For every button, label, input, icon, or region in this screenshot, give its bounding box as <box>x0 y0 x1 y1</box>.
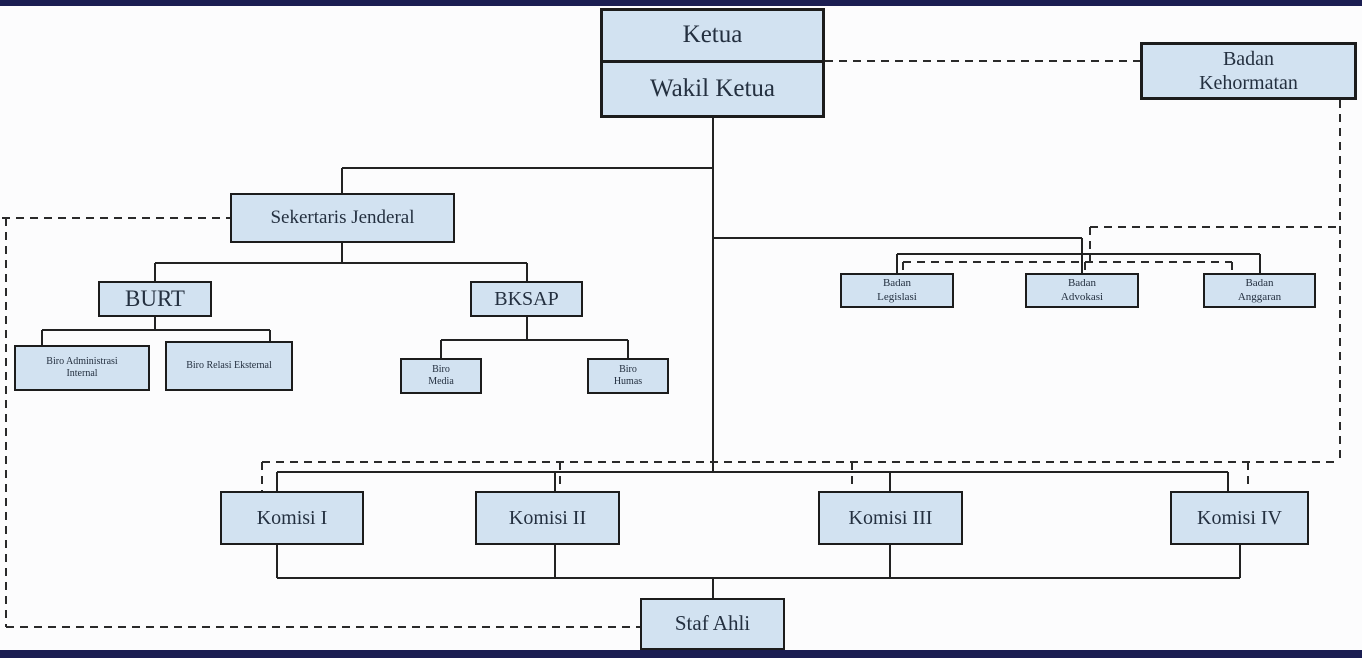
node-komisi-ii-label: Komisi II <box>508 506 587 529</box>
node-ketua: Ketua <box>600 8 825 63</box>
node-badan-kehormatan: Badan Kehormatan <box>1140 42 1357 100</box>
node-badan-anggaran: Badan Anggaran <box>1203 273 1316 308</box>
node-komisi-iii: Komisi III <box>818 491 963 545</box>
node-wakil-ketua: Wakil Ketua <box>600 60 825 118</box>
node-biro-administrasi-internal: Biro Administrasi Internal <box>14 345 150 391</box>
page-top-bar <box>0 0 1362 6</box>
node-staf-ahli: Staf Ahli <box>640 598 785 650</box>
node-badan-legislasi: Badan Legislasi <box>840 273 954 308</box>
node-komisi-i: Komisi I <box>220 491 364 545</box>
node-staf-ahli-label: Staf Ahli <box>674 611 751 636</box>
node-wakil-ketua-label: Wakil Ketua <box>649 74 776 102</box>
node-komisi-iv: Komisi IV <box>1170 491 1309 545</box>
node-biro-humas: Biro Humas <box>587 358 669 394</box>
node-biro-humas-label: Biro Humas <box>613 363 643 387</box>
page-bottom-bar <box>0 650 1362 658</box>
node-burt-label: BURT <box>125 285 185 311</box>
node-bksap-label: BKSAP <box>494 287 559 310</box>
node-biro-relasi-eksternal-label: Biro Relasi Eksternal <box>186 359 272 371</box>
node-ketua-label: Ketua <box>682 21 743 49</box>
node-badan-advokasi-label: Badan Advokasi <box>1060 277 1104 303</box>
node-sekertaris-jenderal: Sekertaris Jenderal <box>230 193 455 243</box>
node-badan-anggaran-label: Badan Anggaran <box>1237 277 1282 303</box>
node-komisi-i-label: Komisi I <box>256 506 328 529</box>
node-komisi-iv-label: Komisi IV <box>1197 506 1282 529</box>
node-badan-legislasi-label: Badan Legislasi <box>877 277 917 303</box>
node-biro-media: Biro Media <box>400 358 482 394</box>
node-burt: BURT <box>98 281 212 317</box>
node-badan-kehormatan-label: Badan Kehormatan <box>1199 47 1298 94</box>
node-sekertaris-jenderal-label: Sekertaris Jenderal <box>270 207 415 229</box>
node-komisi-ii: Komisi II <box>475 491 620 545</box>
node-biro-administrasi-internal-label: Biro Administrasi Internal <box>46 355 118 379</box>
node-biro-relasi-eksternal: Biro Relasi Eksternal <box>165 341 293 391</box>
node-badan-advokasi: Badan Advokasi <box>1025 273 1139 308</box>
node-biro-media-label: Biro Media <box>428 363 454 387</box>
node-komisi-iii-label: Komisi III <box>848 506 933 529</box>
node-bksap: BKSAP <box>470 281 583 317</box>
